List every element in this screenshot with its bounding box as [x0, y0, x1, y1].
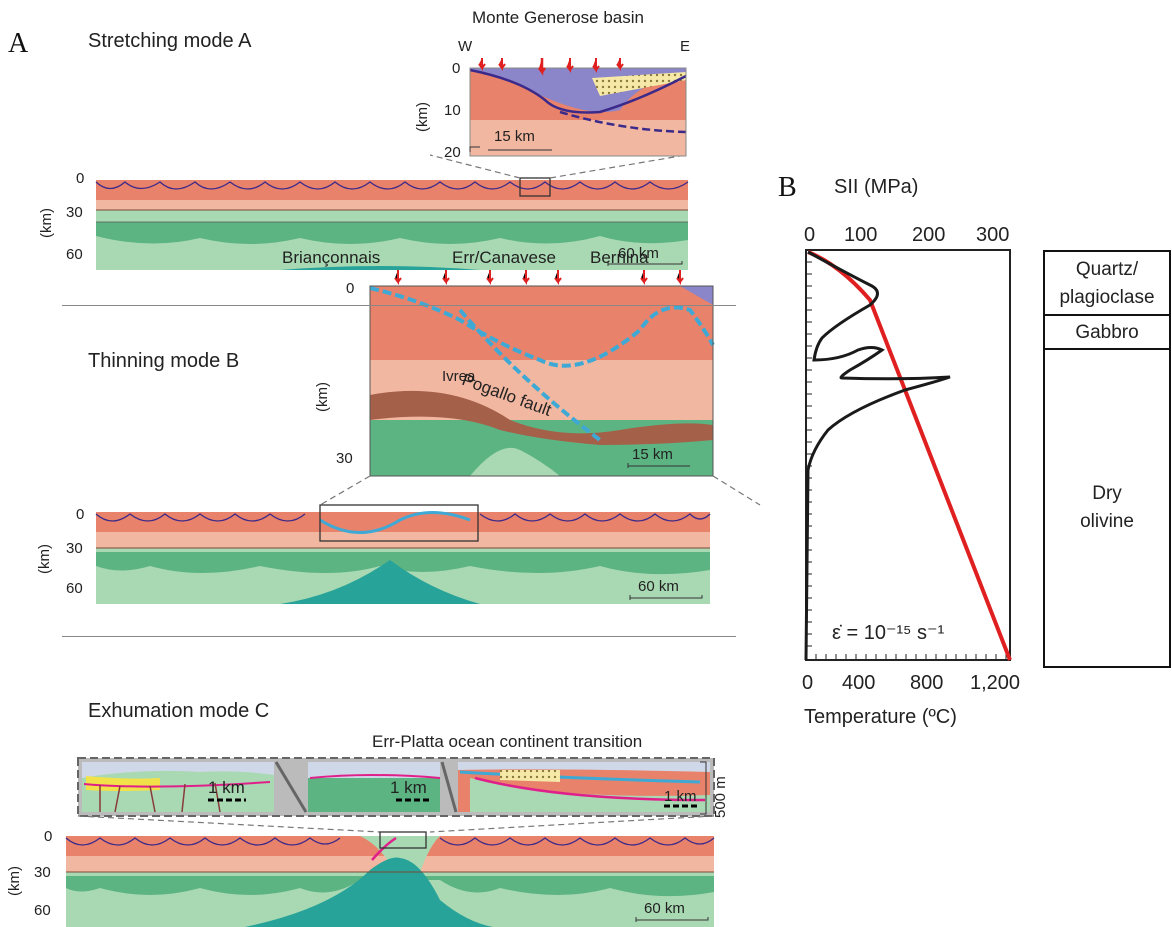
mode-b-inset-tick-0: 0	[346, 280, 355, 297]
mode-a-inset-west: W	[458, 38, 473, 55]
mode-b-label-err-canavese: Err/Canavese	[452, 248, 556, 267]
mode-c-inset-scale-2: 1 km	[390, 778, 427, 797]
mode-a-unit: (km)	[38, 208, 55, 238]
top-tick-100: 100	[844, 224, 878, 246]
mode-b-main-section	[95, 504, 711, 604]
bottom-tick-0: 0	[802, 672, 814, 694]
divider-a-b	[62, 305, 736, 306]
lithology-olivine-label: Dry olivine	[1080, 483, 1134, 532]
mode-a-tick-0: 0	[76, 170, 85, 187]
mode-b-scale: 60 km	[638, 578, 679, 595]
mode-a-inset-tick-0: 0	[452, 60, 461, 77]
mode-c-inset-scale-3: 1 km	[664, 788, 697, 805]
panel-a-letter: A	[8, 28, 29, 59]
mode-c-title: Exhumation mode C	[88, 700, 270, 722]
mode-b-tick-60: 60	[66, 580, 83, 597]
mode-c-unit: (km)	[6, 866, 23, 896]
mode-a-scale: 60 km	[618, 245, 659, 262]
mode-c-tick-60: 60	[34, 902, 51, 919]
mode-b-title: Thinning mode B	[88, 350, 240, 372]
mode-c-tick-0: 0	[44, 828, 53, 845]
mode-b-label-bernina: Bernina	[590, 248, 649, 267]
strength-plot	[804, 249, 1012, 661]
mode-a-inset-tick-10: 10	[444, 102, 461, 119]
bottom-axis-label: Temperature (ºC)	[804, 706, 957, 728]
lithology-quartz-label: Quartz/ plagioclase	[1059, 259, 1155, 308]
divider-b-c	[62, 636, 736, 637]
mode-c-scale: 60 km	[644, 900, 685, 917]
mode-a-tick-30: 30	[66, 204, 83, 221]
lithology-quartz-plagioclase: Quartz/ plagioclase	[1043, 250, 1171, 316]
mode-a-inset	[469, 58, 687, 157]
mode-a-inset-east: E	[680, 38, 691, 55]
top-tick-200: 200	[912, 224, 946, 246]
mode-c-inset-scale-1: 1 km	[208, 778, 245, 797]
mode-a-inset-tick-20: 20	[444, 144, 461, 161]
mode-c-main-section	[65, 831, 715, 927]
lithology-dry-olivine: Dry olivine	[1043, 348, 1171, 668]
mode-c-transition-title: Err-Platta ocean continent transition	[372, 732, 643, 751]
panel-b-letter: B	[778, 172, 797, 203]
mode-c-vertical-scale: 500 m	[712, 776, 729, 818]
bottom-tick-1200: 1,200	[970, 672, 1021, 694]
bottom-tick-400: 400	[842, 672, 876, 694]
lithology-gabbro: Gabbro	[1043, 314, 1171, 350]
mode-b-inset-unit: (km)	[314, 382, 331, 412]
mode-b-inset-scale: 15 km	[632, 446, 673, 463]
bottom-tick-800: 800	[910, 672, 944, 694]
mode-c-tick-30: 30	[34, 864, 51, 881]
mode-c-insets	[77, 757, 715, 833]
mode-a-main-section	[95, 154, 689, 270]
mode-b-label-brianconnais: Briançonnais	[282, 248, 381, 267]
mode-b-tick-30: 30	[66, 540, 83, 557]
top-tick-300: 300	[976, 224, 1010, 246]
mode-a-title: Stretching mode A	[88, 30, 252, 52]
mode-a-tick-60: 60	[66, 246, 83, 263]
mode-a-inset-unit: (km)	[414, 102, 431, 132]
mode-b-unit: (km)	[36, 544, 53, 574]
strain-rate-label: ε̇ = 10⁻¹⁵ s⁻¹	[832, 622, 945, 644]
mode-b-inset	[319, 270, 761, 506]
mode-a-inset-scale: 15 km	[494, 128, 535, 145]
mode-b-inset-tick-30: 30	[336, 450, 353, 467]
top-axis-label: SII (MPa)	[834, 176, 919, 198]
mode-b-ivrea-label: Ivrea	[442, 368, 476, 385]
lithology-gabbro-label: Gabbro	[1075, 322, 1139, 343]
mode-b-tick-0: 0	[76, 506, 85, 523]
top-tick-0: 0	[804, 224, 816, 246]
mode-a-inset-title: Monte Generose basin	[472, 8, 644, 27]
